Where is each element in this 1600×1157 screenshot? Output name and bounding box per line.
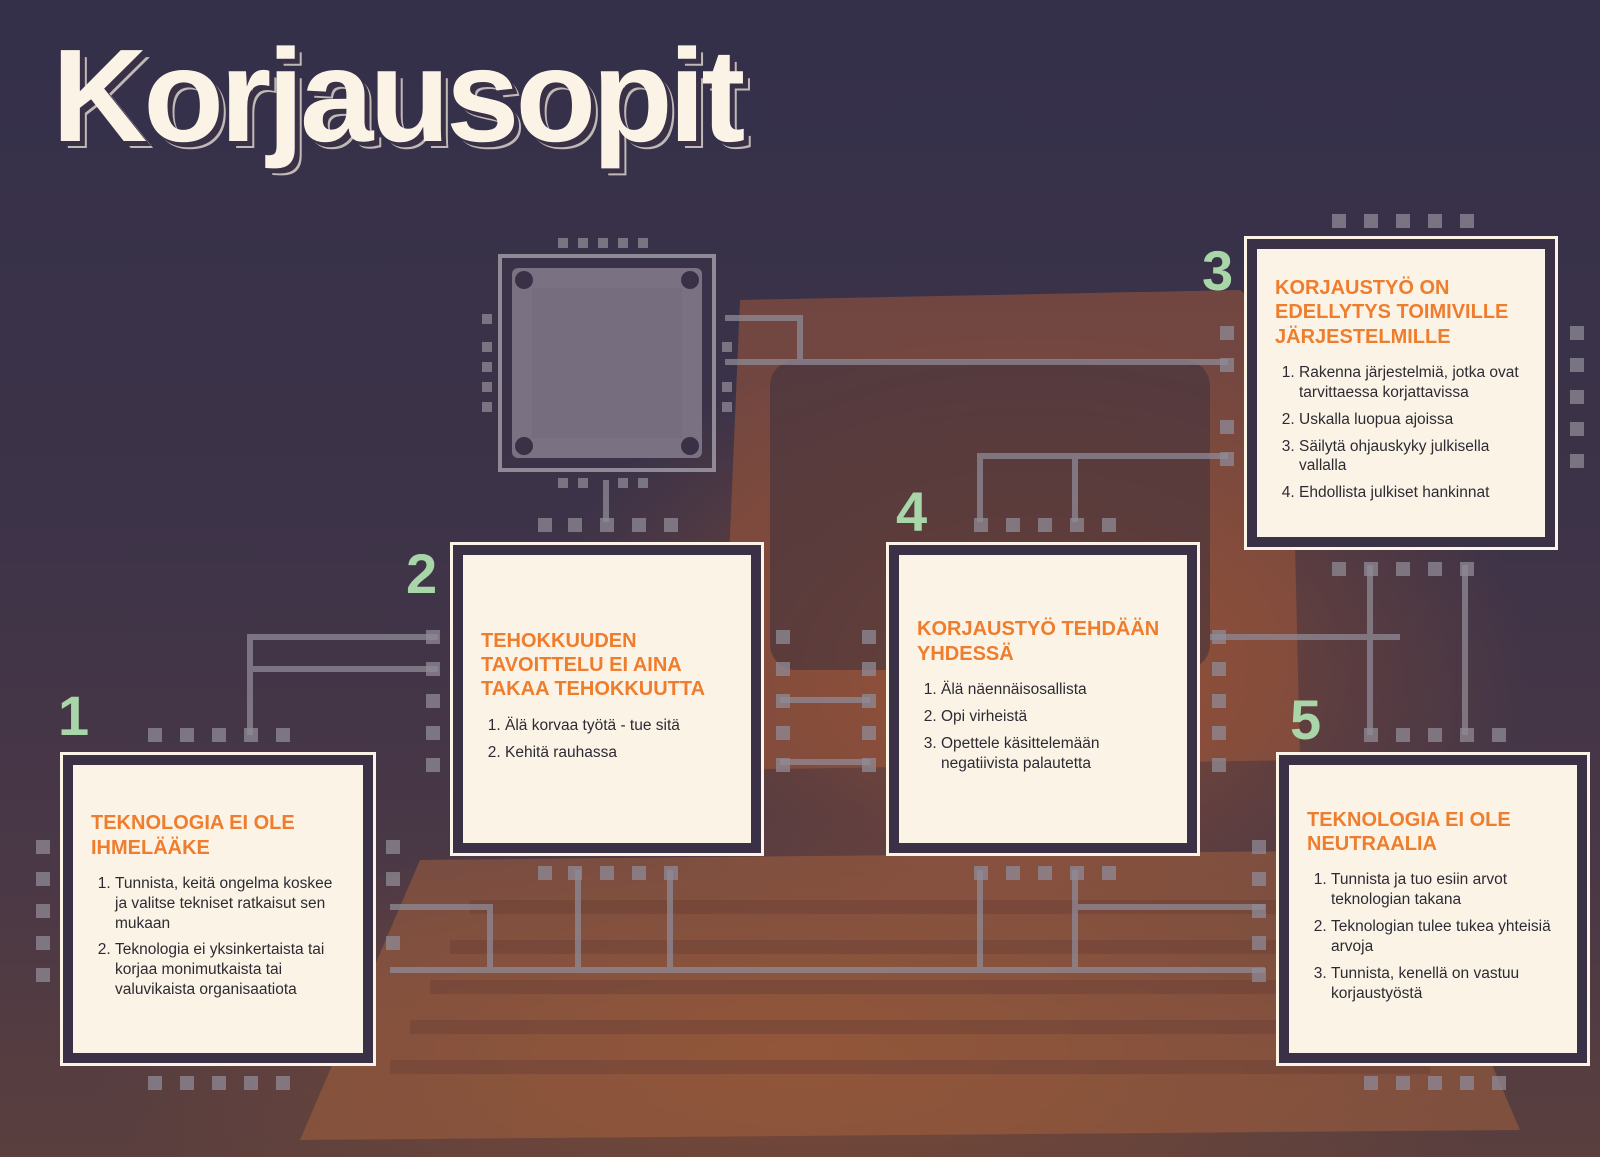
list-item: Tunnista ja tuo esiin arvot teknologian … xyxy=(1331,870,1559,910)
step-number-1: 1 xyxy=(58,684,90,747)
list-item: Kehitä rauhassa xyxy=(505,743,733,763)
list-item: Teknologia ei yksinkertaista tai korjaa … xyxy=(115,940,345,999)
step-card-2-heading: TEHOKKUUDEN TAVOITTELU EI AINA TAKAA TEH… xyxy=(481,629,706,701)
step-card-1-list: Tunnista, keitä ongelma koskee ja valits… xyxy=(91,874,345,1007)
list-item: Säilytä ohjauskyky julkisella vallalla xyxy=(1299,437,1527,477)
step-card-2-list: Älä korvaa työtä - tue sitä Kehitä rauha… xyxy=(481,716,733,770)
step-card-3-list: Rakenna järjestelmiä, jotka ovat tarvitt… xyxy=(1275,363,1527,510)
list-item: Älä näennäisosallista xyxy=(941,680,1169,700)
page-title: Korjausopit xyxy=(52,22,745,169)
processor-chip-icon xyxy=(498,254,716,472)
step-card-4-heading: KORJAUSTYÖ TEHDÄÄN YHDESSÄ xyxy=(917,618,1160,665)
step-number-2: 2 xyxy=(406,542,438,605)
step-card-1-heading: TEKNOLOGIA EI OLE IHMELÄÄKE xyxy=(91,812,295,859)
step-card-5: TEKNOLOGIA EI OLE NEUTRAALIA Tunnista ja… xyxy=(1276,752,1590,1066)
list-item: Opettele käsittelemään negatiivista pala… xyxy=(941,734,1169,774)
list-item: Ehdollista julkiset hankinnat xyxy=(1299,483,1527,503)
step-card-2: TEHOKKUUDEN TAVOITTELU EI AINA TAKAA TEH… xyxy=(450,542,764,856)
step-card-2-body: TEHOKKUUDEN TAVOITTELU EI AINA TAKAA TEH… xyxy=(463,555,751,843)
step-card-4-list: Älä näennäisosallista Opi virheistä Opet… xyxy=(917,680,1169,780)
list-item: Rakenna järjestelmiä, jotka ovat tarvitt… xyxy=(1299,363,1527,403)
step-card-5-heading: TEKNOLOGIA EI OLE NEUTRAALIA xyxy=(1307,808,1511,856)
step-card-4: KORJAUSTYÖ TEHDÄÄN YHDESSÄ Älä näennäiso… xyxy=(886,542,1200,856)
step-card-5-body: TEKNOLOGIA EI OLE NEUTRAALIA Tunnista ja… xyxy=(1289,765,1577,1053)
list-item: Teknologian tulee tukea yhteisiä arvoja xyxy=(1331,917,1559,957)
step-card-1-body: TEKNOLOGIA EI OLE IHMELÄÄKE Tunnista, ke… xyxy=(73,765,363,1053)
list-item: Tunnista, kenellä on vastuu korjaustyöst… xyxy=(1331,964,1559,1004)
step-number-3: 3 xyxy=(1202,239,1234,302)
step-number-5: 5 xyxy=(1290,688,1322,751)
list-item: Opi virheistä xyxy=(941,707,1169,727)
step-card-3: KORJAUSTYÖ ON EDELLYTYS TOIMIVILLE JÄRJE… xyxy=(1244,236,1558,550)
step-card-3-heading: KORJAUSTYÖ ON EDELLYTYS TOIMIVILLE JÄRJE… xyxy=(1275,276,1509,348)
step-card-5-list: Tunnista ja tuo esiin arvot teknologian … xyxy=(1307,870,1559,1010)
step-card-3-body: KORJAUSTYÖ ON EDELLYTYS TOIMIVILLE JÄRJE… xyxy=(1257,249,1545,537)
step-card-4-body: KORJAUSTYÖ TEHDÄÄN YHDESSÄ Älä näennäiso… xyxy=(899,555,1187,843)
list-item: Uskalla luopua ajoissa xyxy=(1299,410,1527,430)
step-number-4: 4 xyxy=(896,480,928,543)
list-item: Tunnista, keitä ongelma koskee ja valits… xyxy=(115,874,345,933)
step-card-1: TEKNOLOGIA EI OLE IHMELÄÄKE Tunnista, ke… xyxy=(60,752,376,1066)
list-item: Älä korvaa työtä - tue sitä xyxy=(505,716,733,736)
